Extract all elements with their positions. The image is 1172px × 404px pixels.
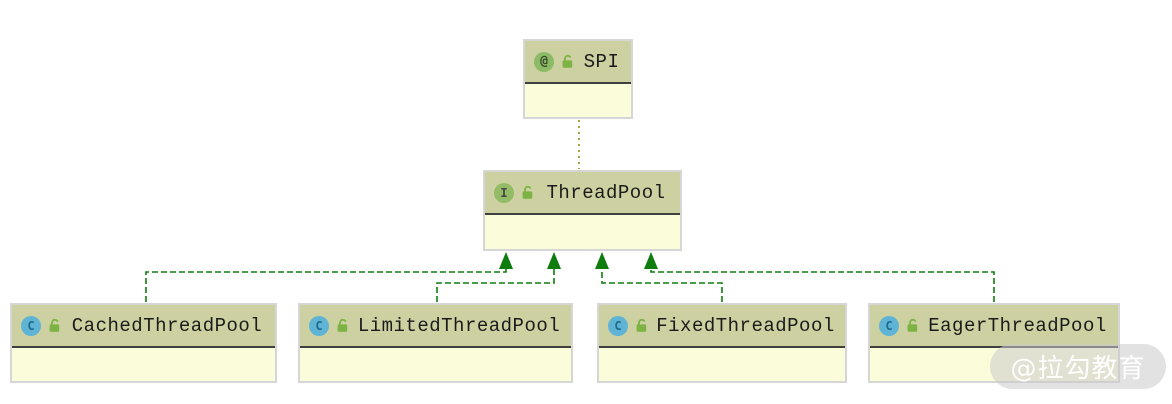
- realization-arrowhead-icon: [547, 252, 561, 269]
- node-header: C FixedThreadPool: [599, 305, 845, 348]
- node-threadpool-interface[interactable]: I ThreadPool: [483, 170, 682, 251]
- node-header: C LimitedThreadPool: [300, 305, 571, 348]
- watermark-badge: @拉勾教育: [990, 344, 1166, 389]
- realization-arrowhead-icon: [644, 252, 658, 269]
- node-fixedthreadpool-class[interactable]: C FixedThreadPool: [597, 303, 847, 383]
- interface-icon: I: [494, 182, 514, 203]
- node-title: SPI: [583, 50, 620, 73]
- public-lock-icon: [562, 54, 573, 68]
- node-title: ThreadPool: [546, 181, 666, 204]
- realization-arrowhead-icon: [499, 252, 513, 269]
- class-icon: C: [309, 315, 329, 336]
- edge-eagerthreadpool-implements-threadpool: [644, 252, 995, 302]
- realization-arrowhead-icon: [595, 252, 609, 269]
- edge-limitedthreadpool-implements-threadpool: [436, 252, 561, 302]
- class-icon: C: [879, 315, 899, 336]
- node-title: CachedThreadPool: [71, 314, 263, 337]
- public-lock-icon: [636, 318, 647, 332]
- public-lock-icon: [907, 318, 918, 332]
- class-icon: C: [608, 315, 628, 336]
- node-title: FixedThreadPool: [656, 314, 835, 337]
- class-icon: C: [21, 315, 41, 336]
- node-eagerthreadpool-class[interactable]: C EagerThreadPool: [868, 303, 1120, 383]
- annotation-icon: @: [534, 51, 554, 72]
- node-header: C CachedThreadPool: [12, 305, 275, 348]
- node-spi-annotation[interactable]: @ SPI: [523, 39, 633, 119]
- node-header: C EagerThreadPool: [870, 305, 1118, 348]
- public-lock-icon: [337, 318, 348, 332]
- public-lock-icon: [522, 185, 533, 199]
- node-title: EagerThreadPool: [928, 314, 1107, 337]
- node-cachedthreadpool-class[interactable]: C CachedThreadPool: [10, 303, 277, 383]
- edge-fixedthreadpool-implements-threadpool: [595, 252, 723, 302]
- node-title: LimitedThreadPool: [357, 314, 561, 337]
- edge-cachedthreadpool-implements-threadpool: [145, 252, 513, 302]
- node-header: @ SPI: [525, 41, 631, 84]
- node-header: I ThreadPool: [485, 172, 680, 215]
- node-limitedthreadpool-class[interactable]: C LimitedThreadPool: [298, 303, 573, 383]
- public-lock-icon: [49, 318, 60, 332]
